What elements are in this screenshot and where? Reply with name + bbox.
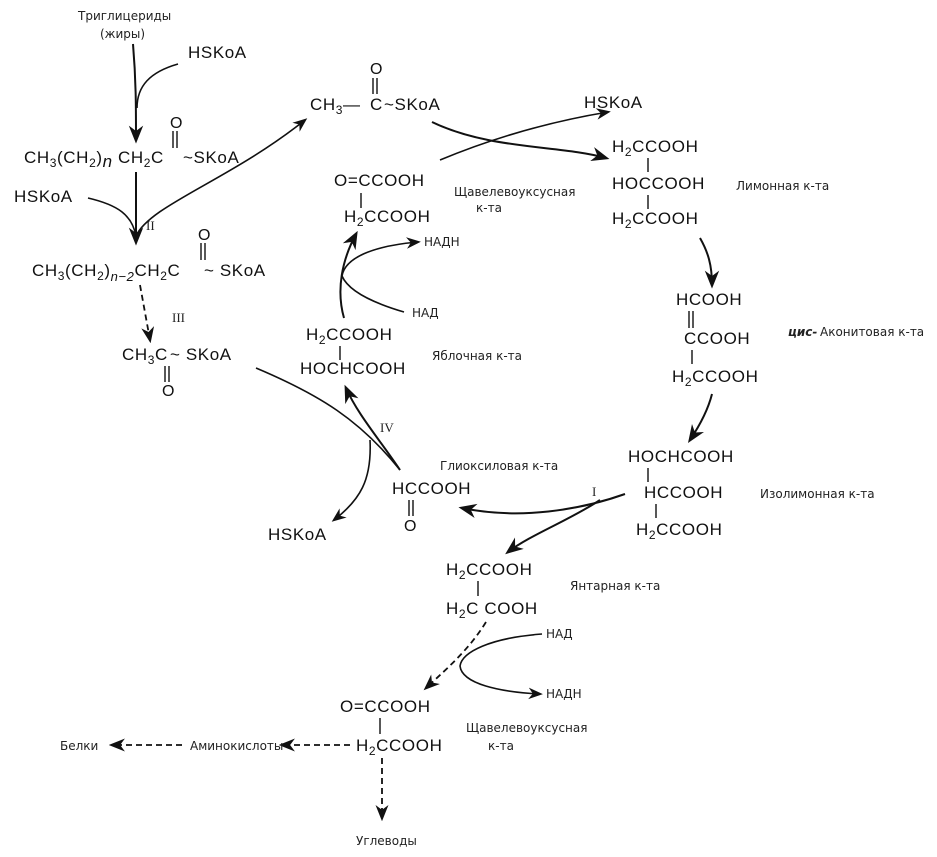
oxaloacetate-bottom-line2: H2CCOOH <box>356 736 442 758</box>
acetyl-top-oxygen: O <box>370 61 383 78</box>
isocitrate-line2: HCCOOH <box>644 483 723 502</box>
malate-label: Яблочная к-та <box>432 349 522 363</box>
citrate-line2: HOCCOOH <box>612 174 705 193</box>
oxaloacetate-bottom-label2: к-та <box>488 739 514 753</box>
shortened-acyl-left: CH3(CH2)n−2CH2C <box>32 261 180 284</box>
proteins-label: Белки <box>60 739 98 753</box>
oxaloacetate-top-line1: O=CCOOH <box>334 171 425 190</box>
succinate-line1: H2CCOOH <box>446 560 532 582</box>
isocitrate-label: Изолимонная к-та <box>760 487 875 501</box>
hskoa-top-left: HSKoA <box>188 43 247 62</box>
oxaloacetate-bottom-label: Щавелевоуксусная <box>466 721 587 735</box>
nadh-upper: НАДН <box>424 235 460 249</box>
arrow-citrate-to-aconitate <box>699 237 720 289</box>
step-II-label: II <box>146 218 155 233</box>
hskoa-left-in-curve <box>87 197 137 237</box>
hskoa-cycle: HSKoA <box>584 93 643 112</box>
nadh-lower: НАДН <box>546 687 582 701</box>
citrate-line3: H2CCOOH <box>612 209 698 231</box>
acyl-coa-left: CH3(CH2)n CH2C <box>24 148 164 171</box>
oxaloacetate-top-line2: H2CCOOH <box>344 207 430 229</box>
oxaloacetate-top-label2: к-та <box>476 201 502 215</box>
succinate-line2: H2C COOH <box>446 599 538 621</box>
arrow-step-IV-to-malate <box>344 384 401 471</box>
arrow-isocitrate-to-glyoxylate <box>458 493 626 518</box>
carbohydrates-label: Углеводы <box>356 834 417 848</box>
succinate-label: Янтарная к-та <box>570 579 660 593</box>
isocitrate-line3: H2CCOOH <box>636 520 722 542</box>
amino-acids-label: Аминокислоты <box>190 739 283 753</box>
aconitate-label: Аконитовая к-та <box>820 325 924 339</box>
arrow-nad-to-nadh-upper <box>341 237 421 313</box>
arrow-isocitrate-to-succinate <box>505 499 601 555</box>
nad-lower: НАД <box>546 627 573 641</box>
shortened-acyl-oxygen: O <box>198 227 211 244</box>
arrow-step-III <box>139 284 155 344</box>
oxaloacetate-top-label: Щавелевоуксусная <box>454 185 575 199</box>
acyl-coa-oxygen: O <box>170 115 183 132</box>
shortened-acyl-right: ~ SKoA <box>204 261 266 280</box>
aconitate-line1: HCOOH <box>676 290 742 309</box>
hskoa-bottom: HSKoA <box>268 525 327 544</box>
acetyl-top-c: C <box>370 95 383 114</box>
arrow-acetyl-to-citrate <box>431 121 610 162</box>
acetyl-side-right: ~ SKoA <box>170 345 232 364</box>
acetyl-side-oxygen: O <box>162 383 175 400</box>
arrow-triglycerides-down <box>128 43 144 144</box>
glyoxylate-label: Глиоксиловая к-та <box>440 459 558 473</box>
step-III-label: III <box>172 310 185 325</box>
hskoa-top-in-curve <box>136 63 179 109</box>
isocitrate-line1: HOCHCOOH <box>628 447 734 466</box>
step-I-label: I <box>592 484 596 499</box>
aconitate-label-prefix: цис- <box>788 325 817 339</box>
arrow-aconitate-to-isocitrate <box>688 393 713 443</box>
glyoxylate-line1: HCCOOH <box>392 479 471 498</box>
acetyl-top-ch3: CH3— <box>310 95 361 117</box>
malate-line2: HOCHCOOH <box>300 359 406 378</box>
step-IV-label: IV <box>380 420 394 435</box>
arrow-release-hskoa <box>439 108 611 161</box>
malate-line1: H2CCOOH <box>306 325 392 347</box>
arrow-to-acetyl-top <box>135 118 308 237</box>
nad-upper: НАД <box>412 306 439 320</box>
triglycerides-label: Триглицериды <box>77 9 171 23</box>
citrate-label: Лимонная к-та <box>736 179 829 193</box>
acyl-coa-right: ~SKoA <box>183 148 239 167</box>
fats-label: (жиры) <box>100 27 145 41</box>
aconitate-line3: H2CCOOH <box>672 367 758 389</box>
acetyl-side-left: CH3C <box>122 345 168 367</box>
arrow-succinate-to-oxaloacetate <box>423 621 487 691</box>
arrow-release-hskoa-bottom <box>331 439 371 522</box>
hskoa-left: HSKoA <box>14 187 73 206</box>
acetyl-side-to-iv <box>255 367 401 471</box>
aconitate-line2: CCOOH <box>684 329 750 348</box>
oxaloacetate-bottom-line1: O=CCOOH <box>340 697 431 716</box>
citrate-line1: H2CCOOH <box>612 137 698 159</box>
acetyl-top-right: ~SKoA <box>384 95 440 114</box>
glyoxylate-oxygen: O <box>404 518 417 535</box>
arrow-nad-to-nadh-lower <box>459 633 543 700</box>
